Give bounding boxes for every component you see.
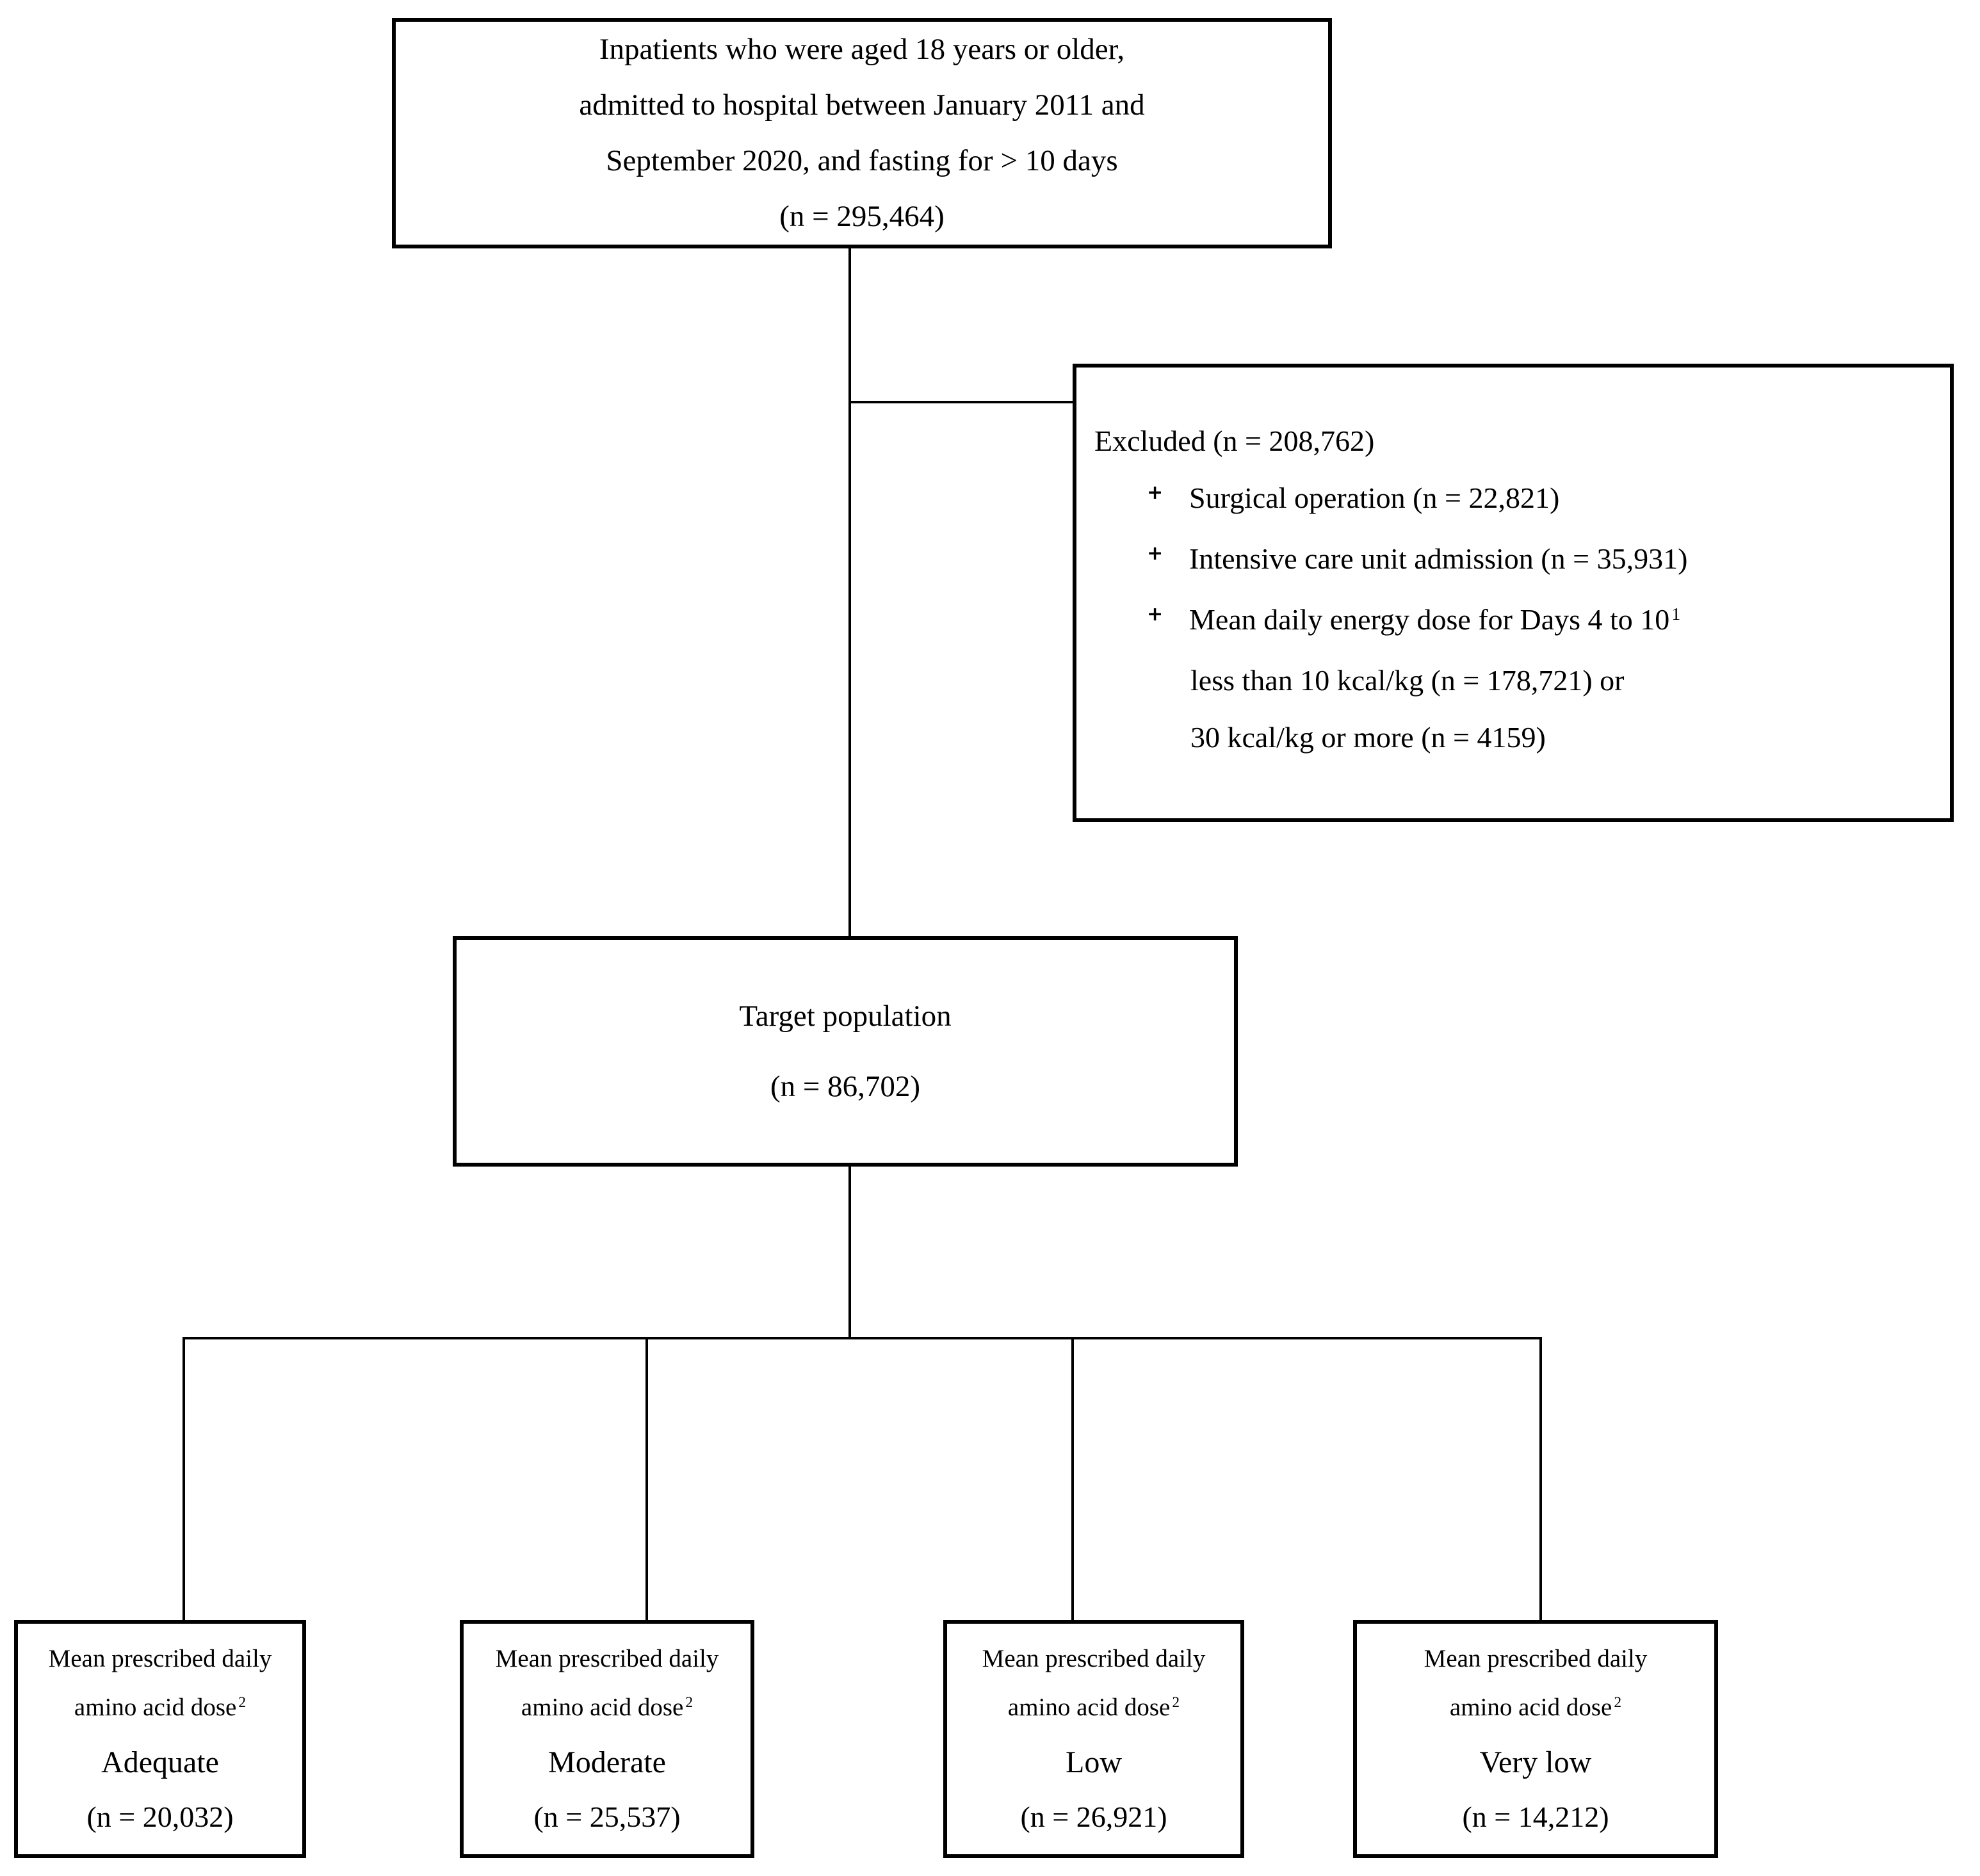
excluded-bullet-energy-cont-2: 30 kcal/kg or more (n = 4159): [1190, 721, 1546, 754]
footnote-superscript-2: 2: [238, 1694, 247, 1711]
footnote-superscript-2: 2: [1172, 1694, 1180, 1711]
target-population-label: Target population: [739, 999, 952, 1033]
outcome-desc-text: amino acid dose: [521, 1693, 684, 1721]
outcome-category: Very low: [1479, 1745, 1592, 1779]
outcome-desc-text: amino acid dose: [74, 1693, 237, 1721]
outcome-category: Low: [1066, 1745, 1122, 1779]
flow-line-exclusion-branch: [850, 401, 1073, 403]
flow-line-top-to-target: [848, 248, 851, 936]
footnote-superscript-2: 2: [1614, 1694, 1622, 1711]
excluded-box: Excluded (n = 208,762) + Surgical operati…: [1073, 364, 1954, 822]
inclusion-line-1: Inpatients who were aged 18 years or old…: [599, 33, 1125, 66]
inclusion-line-3: September 2020, and fasting for > 10 day…: [606, 144, 1118, 177]
outcome-count: (n = 14,212): [1462, 1800, 1609, 1833]
inclusion-criteria-box: Inpatients who were aged 18 years or old…: [392, 18, 1332, 248]
excluded-title: Excluded (n = 208,762): [1094, 425, 1375, 457]
outcome-count: (n = 25,537): [533, 1800, 681, 1833]
flow-line-branch-moderate: [645, 1337, 648, 1620]
outcome-desc-text: amino acid dose: [1449, 1693, 1612, 1721]
bullet-icon: +: [1147, 603, 1164, 626]
footnote-superscript-2: 2: [685, 1694, 694, 1711]
excluded-bullet-surgical: + Surgical operation (n = 22,821): [1147, 469, 1943, 530]
excluded-bullet-energy: + Mean daily energy dose for Days 4 to 10…: [1147, 591, 1943, 652]
outcome-desc-text: amino acid dose: [1007, 1693, 1171, 1721]
footnote-superscript-1: 1: [1671, 603, 1681, 624]
target-population-box: Target population (n = 86,702): [453, 936, 1238, 1167]
flow-line-branch-very-low: [1539, 1337, 1542, 1620]
outcome-desc-line-1: Mean prescribed daily: [982, 1644, 1206, 1672]
flow-line-distribution-rail: [183, 1337, 1542, 1339]
inclusion-line-2: admitted to hospital between January 201…: [579, 88, 1145, 122]
flow-line-branch-adequate: [183, 1337, 185, 1620]
outcome-category: Adequate: [101, 1745, 219, 1779]
bullet-icon: +: [1147, 542, 1164, 565]
target-population-count: (n = 86,702): [770, 1070, 921, 1103]
flow-line-branch-low: [1071, 1337, 1074, 1620]
outcome-count: (n = 26,921): [1020, 1800, 1167, 1833]
outcome-count: (n = 20,032): [86, 1800, 234, 1833]
excluded-bullet-energy-cont-1: less than 10 kcal/kg (n = 178,721) or: [1190, 664, 1625, 697]
excluded-bullet-icu-text: Intensive care unit admission (n = 35,93…: [1189, 542, 1688, 575]
bullet-icon: +: [1147, 481, 1164, 504]
inclusion-count: (n = 295,464): [779, 200, 945, 233]
outcome-category: Moderate: [548, 1745, 666, 1779]
excluded-bullet-energy-text: Mean daily energy dose for Days 4 to 10: [1189, 603, 1670, 636]
outcome-desc-line-1: Mean prescribed daily: [1424, 1644, 1648, 1672]
outcome-desc-line-1: Mean prescribed daily: [495, 1644, 719, 1672]
excluded-bullet-icu: + Intensive care unit admission (n = 35,9…: [1147, 530, 1943, 591]
outcome-desc-line-1: Mean prescribed daily: [48, 1644, 272, 1672]
excluded-bullet-surgical-text: Surgical operation (n = 22,821): [1189, 481, 1560, 514]
flow-line-target-to-rail: [848, 1167, 851, 1338]
